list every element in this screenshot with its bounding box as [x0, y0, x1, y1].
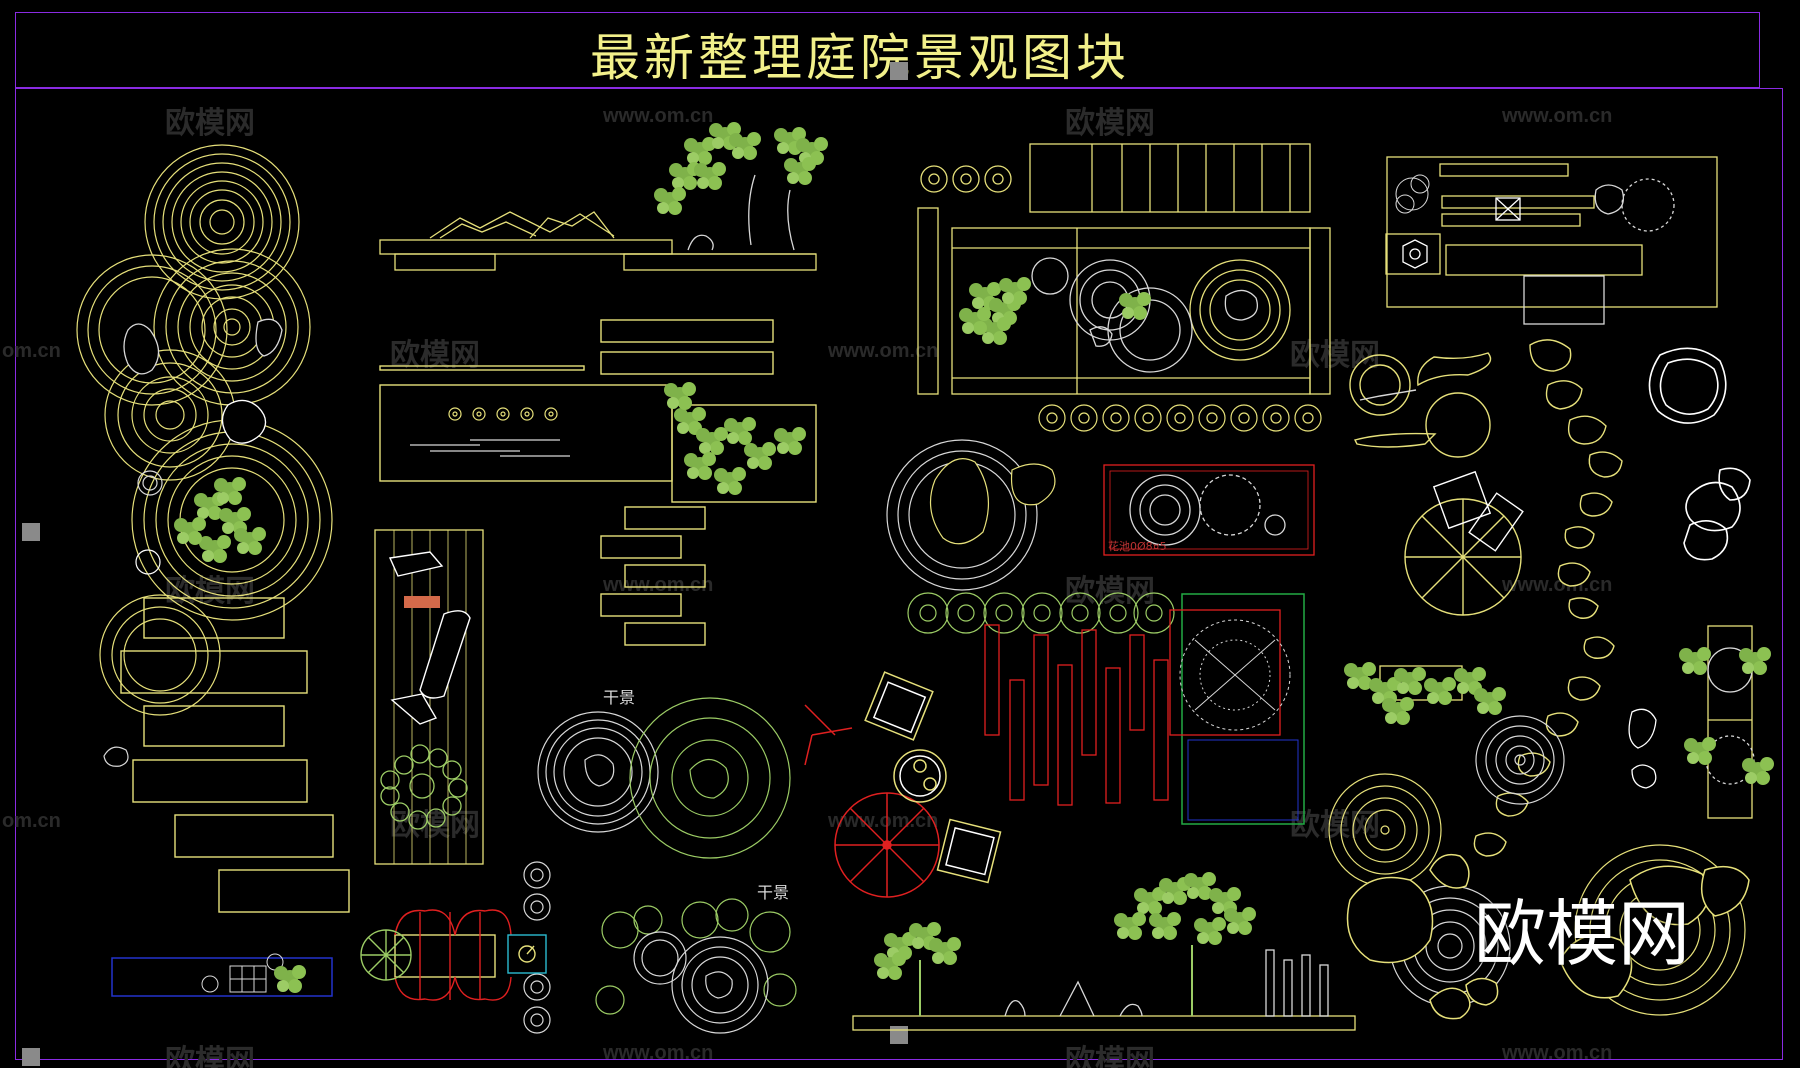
table-icon — [893, 749, 947, 803]
grip-handle[interactable] — [890, 62, 908, 80]
watermark-url: www.om.cn — [828, 810, 939, 832]
dry-scape-plan — [595, 898, 797, 1034]
courtyard-plan — [1385, 156, 1718, 325]
flower-pool — [1103, 464, 1315, 556]
watermark-url: www.om.cn — [1502, 105, 1613, 127]
brand-overlay: 欧模网 — [1474, 892, 1691, 976]
umbrella-icon — [804, 704, 940, 898]
paving-strip — [111, 953, 333, 997]
watermark-brand: 欧模网 — [390, 338, 480, 373]
rock-icon — [1346, 853, 1750, 1020]
planter-elevation — [1628, 625, 1755, 819]
watermark-brand: 欧模网 — [390, 808, 480, 843]
rock-icon — [123, 318, 283, 444]
tree-canopy-icon — [664, 382, 806, 495]
rock-icon — [103, 549, 161, 767]
dry-scape-label: 干景 — [757, 883, 790, 902]
red-wall-bars — [984, 624, 1169, 806]
drawing-title: 最新整理庭院景观图块 — [590, 29, 1130, 87]
watermark-brand: 欧模网 — [1065, 574, 1155, 609]
tree-canopy-icon — [174, 477, 266, 563]
drawing-frame — [15, 88, 1783, 1060]
tree-canopy-icon — [1395, 174, 1430, 214]
grip-handle[interactable] — [22, 1048, 40, 1066]
garden-plan — [917, 143, 1331, 395]
title-frame — [15, 12, 1760, 88]
rock-icon — [388, 551, 471, 725]
water-panel — [410, 407, 570, 457]
rock-icon — [886, 439, 1056, 591]
tree-canopy-icon — [654, 122, 828, 215]
ring-cluster-icon — [1349, 352, 1492, 458]
pergola-plan — [360, 909, 547, 1001]
stepping-stone-icon — [379, 319, 817, 646]
tree-canopy-icon — [1679, 647, 1774, 785]
ring-cluster-icon — [76, 144, 333, 716]
watermark-brand: 欧模网 — [1290, 338, 1380, 373]
rock-icon — [1648, 347, 1751, 561]
dry-scape-plan — [537, 697, 791, 859]
landscape-elevation — [852, 945, 1356, 1031]
watermark-url: www.om.cn — [603, 105, 714, 127]
rockery-elevation — [379, 174, 817, 271]
flower-pool-label: 花池0Ø8¤5 — [1108, 540, 1167, 553]
watermark-url: www.om.cn — [603, 574, 714, 596]
watermark-brand: 欧模网 — [1065, 1044, 1155, 1068]
umbrella-icon — [1404, 470, 1524, 616]
tree-row — [907, 592, 1175, 634]
dry-scape-label: 干景 — [603, 688, 636, 707]
tree-canopy-icon — [874, 872, 1256, 980]
watermark-url: om.cn — [2, 340, 61, 362]
lounge-chair-icon — [864, 671, 1002, 884]
watermark-url: www.om.cn — [603, 1042, 714, 1064]
watermark-url: www.om.cn — [1502, 1042, 1613, 1064]
tree-canopy-icon — [380, 744, 468, 830]
tree-canopy-icon — [1169, 593, 1305, 825]
tree-canopy-icon — [1344, 662, 1506, 725]
watermark-url: om.cn — [2, 810, 61, 832]
watermark-brand: 欧模网 — [1065, 106, 1155, 141]
watermark-brand: 欧模网 — [165, 1044, 255, 1068]
shrub-row — [1038, 404, 1322, 432]
watermark-brand: 欧模网 — [165, 106, 255, 141]
bollard-column — [523, 861, 551, 1034]
watermark-url: www.om.cn — [828, 340, 939, 362]
stepping-stone-icon — [1473, 339, 1623, 857]
bench-icon — [404, 596, 440, 608]
grip-handle[interactable] — [22, 523, 40, 541]
stepping-stone-icon — [120, 597, 350, 913]
